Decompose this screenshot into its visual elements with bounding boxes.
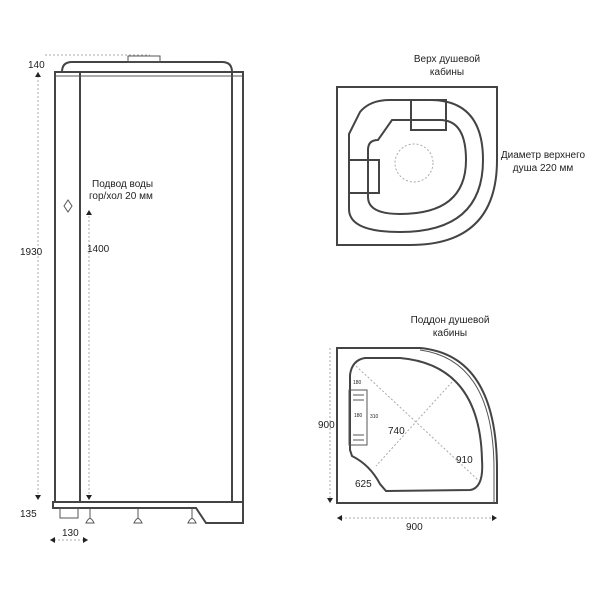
top-view-title-2: кабины xyxy=(430,66,464,78)
tray-inner xyxy=(349,357,484,493)
water-inlet-size: гор/хол 20 мм xyxy=(89,191,153,202)
tray-outline xyxy=(336,347,498,504)
dim-base: 135 xyxy=(20,509,37,520)
dim-cut: 625 xyxy=(355,479,372,490)
drain xyxy=(59,507,79,519)
water-inlet-label: Подвод воды xyxy=(92,179,153,190)
dim-drain: 130 xyxy=(62,528,79,539)
cabin-frame xyxy=(54,71,244,503)
tray-step xyxy=(348,389,368,446)
front-view: 140 1930 1400 Подвод воды гор/хол 20 мм … xyxy=(20,54,244,543)
top-outline xyxy=(336,86,498,246)
top-side-box xyxy=(348,159,380,194)
top-view-title: Верх душевой xyxy=(414,54,480,65)
tray-view: Поддон душевой кабины 900 900 740 910 62… xyxy=(318,315,498,533)
top-knob xyxy=(127,55,161,63)
dim-step-width: 180 xyxy=(353,380,362,386)
dim-radius: 910 xyxy=(456,455,473,466)
dim-side: 900 xyxy=(318,420,335,431)
overhead-shower-icon xyxy=(394,143,434,183)
water-inlet-icon xyxy=(63,199,73,213)
dim-diag-inner: 740 xyxy=(388,426,405,437)
top-outer-rim xyxy=(348,99,485,234)
tray-title-2: кабины xyxy=(433,327,467,339)
top-view: Верх душевой кабины Диаметр верхнего душ… xyxy=(336,54,586,246)
top-inner-rim xyxy=(367,119,468,216)
feet xyxy=(85,508,197,524)
dim-bottom: 900 xyxy=(406,522,423,533)
dim-inlet-height: 1400 xyxy=(87,244,110,255)
shower-diameter-value: душа 220 мм xyxy=(513,163,574,174)
dim-step-len: 310 xyxy=(370,414,379,420)
top-cap xyxy=(61,61,233,73)
tray-title: Поддон душевой xyxy=(411,315,490,326)
dim-height: 1930 xyxy=(20,247,43,258)
shower-diameter-label: Диаметр верхнего xyxy=(501,150,586,161)
base xyxy=(52,501,244,524)
dim-step-inner: 180 xyxy=(354,413,363,419)
dim-top: 140 xyxy=(28,60,45,71)
top-light-box xyxy=(410,99,447,131)
